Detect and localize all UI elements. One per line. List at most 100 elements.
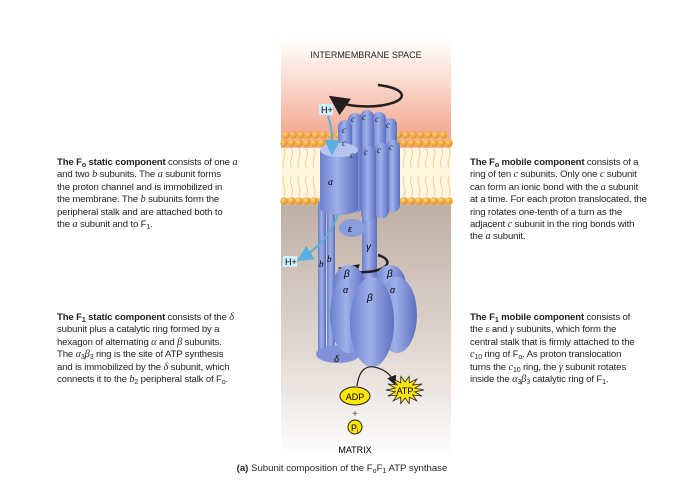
text-segment: o <box>518 354 523 362</box>
text-segment: b <box>92 169 98 181</box>
text-segment: subunit forms <box>162 169 221 181</box>
b-label: b <box>327 254 332 264</box>
lipid-tail <box>417 147 421 197</box>
lipid-head <box>297 131 305 139</box>
lipid-head <box>445 197 453 205</box>
text-segment: at a time. For each proton translocated,… <box>470 194 647 206</box>
text-segment: a <box>157 169 163 181</box>
text-segment: 2 <box>134 379 139 387</box>
h-plus-bottom-label: H+ <box>285 257 297 267</box>
lipid-head <box>282 131 290 139</box>
lipid-head <box>302 197 311 205</box>
lipid-head <box>302 139 311 147</box>
text-segment: mobile component <box>498 312 584 323</box>
text-segment: ring of F <box>481 349 519 361</box>
text-segment: subunit plus a catalytic ring formed by … <box>57 324 220 336</box>
synthesis-arrow <box>356 366 397 387</box>
lipid-head <box>295 139 303 147</box>
caption-sub: 1 <box>382 468 387 475</box>
f1-static-description: The F1 static component consists of the … <box>57 312 234 386</box>
text-segment: β <box>521 374 527 386</box>
c-label: c <box>377 145 381 155</box>
adp-badge <box>339 386 371 406</box>
text-segment: γ <box>509 324 514 336</box>
text-segment: . As proton translocation <box>522 349 622 361</box>
text-segment: α <box>151 336 157 348</box>
text-segment: connects it to the <box>57 374 130 386</box>
text-segment: 10 <box>474 354 482 362</box>
phosphate-label: Pi <box>351 423 358 435</box>
proton-entry-arrow <box>324 115 341 156</box>
lipid-head <box>295 197 303 205</box>
lipid-head <box>430 139 438 147</box>
atp-burst <box>385 375 425 405</box>
caption-text: F <box>376 463 383 474</box>
text-segment: a <box>485 231 491 243</box>
text-segment: and two <box>57 169 93 181</box>
alpha-label: α <box>343 285 349 295</box>
c-label: c <box>386 120 390 130</box>
text-segment: turns the <box>470 361 509 373</box>
text-segment: the <box>470 231 486 243</box>
proton-exit-arrow <box>296 213 339 262</box>
epsilon-subunit <box>339 219 365 237</box>
c-label: c <box>362 112 366 122</box>
c-label: c <box>342 138 346 148</box>
lipid-head <box>310 139 318 147</box>
text-segment: subunit <box>604 169 637 181</box>
text-segment: catalytic ring of F <box>529 374 603 386</box>
lipid-tail <box>425 147 428 197</box>
text-segment: ring is the site of ATP synthesis <box>93 349 224 361</box>
beta-label: β <box>343 269 350 280</box>
lipid-head <box>400 197 408 205</box>
text-segment: peripheral stalk of F <box>138 374 222 386</box>
text-segment: 1 <box>81 317 86 324</box>
c-label: c <box>389 142 393 152</box>
text-segment: hexagon of alternating <box>57 336 152 348</box>
text-segment: subunit and to F <box>77 219 147 231</box>
lipid-head <box>432 131 440 139</box>
c-label: c <box>351 114 355 124</box>
beta-label: β <box>366 293 373 304</box>
text-segment: the proton channel and is immobilized in <box>57 181 223 193</box>
text-segment: subunit in the ring bonds with <box>512 219 635 231</box>
fo-static-description: The Fo static component consists of one … <box>57 157 238 231</box>
text-segment: and <box>489 324 510 336</box>
beta-label: β <box>386 269 393 280</box>
text-segment: subunit. <box>490 231 526 243</box>
text-segment: c <box>470 349 475 361</box>
h-plus-bottom-box <box>283 256 297 267</box>
caption-prefix: (a) <box>236 463 249 474</box>
lipid-head <box>280 139 288 147</box>
lipid-head <box>422 197 431 205</box>
text-segment: β <box>177 336 183 348</box>
text-segment: c <box>507 219 513 231</box>
lipid-head <box>407 197 416 205</box>
text-segment: o <box>221 379 226 387</box>
text-segment: c <box>599 169 605 181</box>
atp-label: ATP <box>397 386 414 396</box>
lipid-tail <box>447 147 451 197</box>
text-segment: . <box>150 219 153 231</box>
text-segment: 3 <box>80 354 85 362</box>
text-segment: b <box>129 374 135 386</box>
gamma-label: γ <box>366 242 372 253</box>
lipid-tail <box>312 147 316 197</box>
b-subunit-stalk <box>318 200 326 358</box>
text-segment: subunits form the <box>145 194 220 206</box>
text-segment: peripheral stalk and are attached both t… <box>57 206 223 218</box>
c-label: c <box>350 150 354 160</box>
text-segment: a <box>600 181 606 193</box>
text-segment: subunits. <box>182 336 222 348</box>
c-label: c <box>342 125 346 135</box>
phosphate-badge <box>347 419 363 435</box>
text-segment: inside the <box>470 374 513 386</box>
intermembrane-space-label: INTERMEMBRANE SPACE <box>310 50 421 60</box>
matrix-label: MATRIX <box>338 445 371 455</box>
text-segment: central stalk that is firmly attached to… <box>470 336 635 348</box>
text-segment: subunits. Only one <box>518 169 600 181</box>
lipid-tail <box>432 147 436 197</box>
lipid-head <box>287 139 296 147</box>
